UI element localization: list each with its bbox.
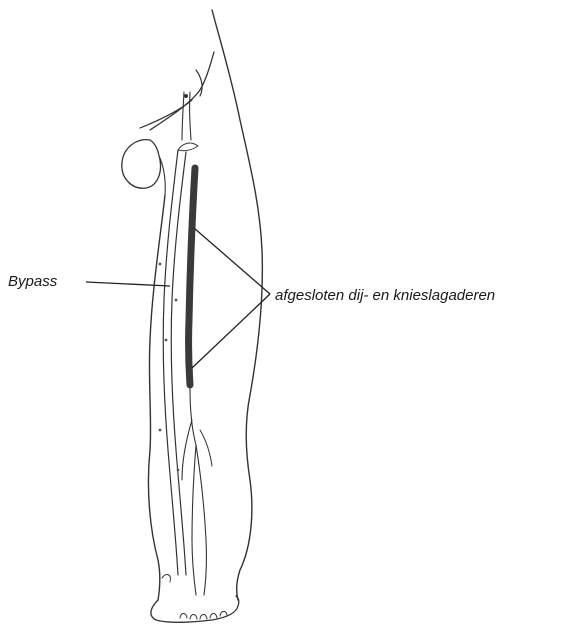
artery-trunk xyxy=(178,92,198,151)
bypass-label: Bypass xyxy=(8,274,57,289)
occluded-leader-lower xyxy=(192,294,270,368)
tibial-arteries xyxy=(182,388,212,595)
pelvis-outline xyxy=(140,52,214,130)
occluded-artery xyxy=(189,168,195,385)
occluded-arteries-label: afgesloten dij- en knieslagaderen xyxy=(275,288,495,303)
bypass-leader xyxy=(86,282,170,286)
occluded-leader-upper xyxy=(194,228,270,294)
leader-lines xyxy=(86,228,270,368)
genital-outline xyxy=(122,140,165,195)
